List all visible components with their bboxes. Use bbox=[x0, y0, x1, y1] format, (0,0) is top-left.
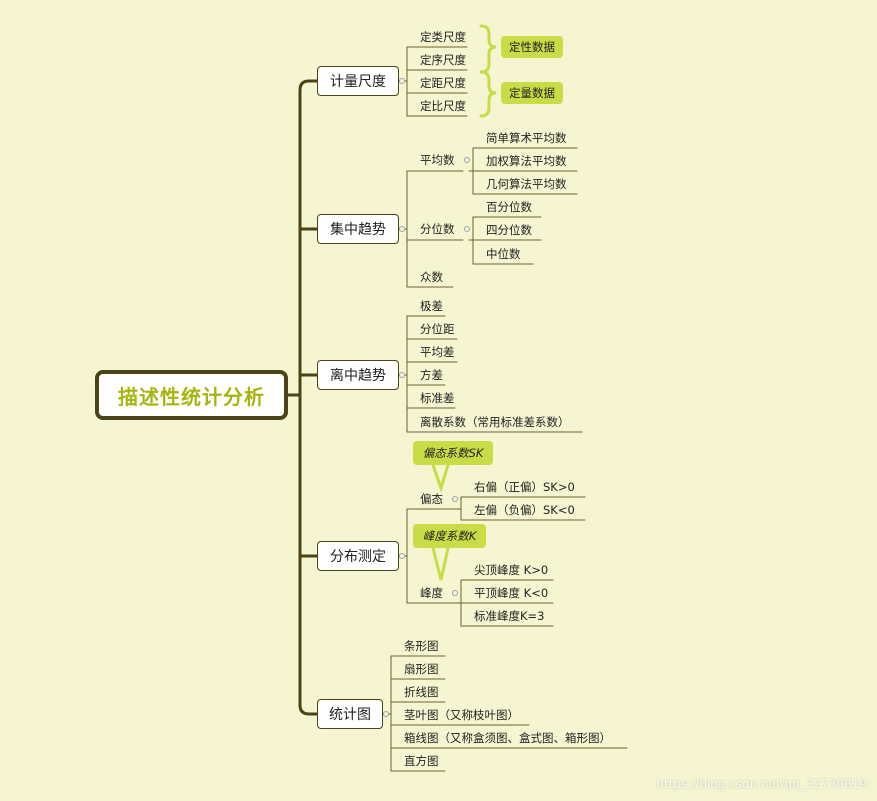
callout-skewness-coefficient[interactable]: 偏态系数SK bbox=[413, 441, 493, 465]
branch-statistical-charts[interactable]: 统计图 bbox=[317, 699, 383, 729]
summary-quantitative-data[interactable]: 定量数据 bbox=[501, 82, 563, 104]
leaf-stem-leaf-plot[interactable]: 茎叶图（又称枝叶图） bbox=[404, 708, 519, 722]
leaf-ordinal-scale[interactable]: 定序尺度 bbox=[420, 53, 466, 67]
collapse-toggle-icon[interactable] bbox=[399, 553, 405, 559]
leaf-line-chart[interactable]: 折线图 bbox=[404, 685, 439, 699]
leaf-bar-chart[interactable]: 条形图 bbox=[404, 639, 439, 653]
leaf-arithmetic-mean[interactable]: 简单算术平均数 bbox=[486, 131, 567, 145]
collapse-toggle-icon[interactable] bbox=[399, 372, 405, 378]
collapse-toggle-icon[interactable] bbox=[464, 157, 470, 163]
collapse-toggle-icon[interactable] bbox=[383, 711, 389, 717]
leaf-interval-scale[interactable]: 定距尺度 bbox=[420, 76, 466, 90]
leaf-interquantile-range[interactable]: 分位距 bbox=[420, 322, 455, 336]
leaf-skewness[interactable]: 偏态 bbox=[420, 492, 443, 506]
leaf-leptokurtic[interactable]: 尖顶峰度 K>0 bbox=[474, 563, 549, 577]
watermark: https://blog.csdn.net/qq_32730819 bbox=[656, 777, 867, 791]
collapse-toggle-icon[interactable] bbox=[399, 78, 405, 84]
leaf-quartile[interactable]: 四分位数 bbox=[486, 223, 532, 237]
branch-measurement-scale[interactable]: 计量尺度 bbox=[317, 66, 399, 96]
leaf-median[interactable]: 中位数 bbox=[486, 247, 521, 261]
callout-kurtosis-coefficient[interactable]: 峰度系数K bbox=[413, 524, 486, 548]
collapse-toggle-icon[interactable] bbox=[464, 226, 470, 232]
connector-line bbox=[298, 79, 319, 92]
leaf-coefficient-of-variation[interactable]: 离散系数（常用标准差系数） bbox=[420, 415, 570, 429]
connector-line bbox=[479, 24, 497, 74]
leaf-percentile[interactable]: 百分位数 bbox=[486, 200, 532, 214]
branch-central-tendency[interactable]: 集中趋势 bbox=[317, 214, 399, 244]
leaf-histogram[interactable]: 直方图 bbox=[404, 754, 439, 768]
leaf-ratio-scale[interactable]: 定比尺度 bbox=[420, 99, 466, 113]
leaf-quantile[interactable]: 分位数 bbox=[420, 222, 455, 236]
branch-dispersion[interactable]: 离中趋势 bbox=[317, 360, 399, 390]
root-node[interactable]: 描述性统计分析 bbox=[95, 370, 288, 420]
connector-line bbox=[431, 546, 450, 581]
summary-qualitative-data[interactable]: 定性数据 bbox=[501, 36, 563, 58]
leaf-mean-deviation[interactable]: 平均差 bbox=[420, 345, 455, 359]
leaf-mode[interactable]: 众数 bbox=[420, 270, 443, 284]
leaf-box-plot[interactable]: 箱线图（又称盒须图、盒式图、箱形图） bbox=[404, 731, 611, 745]
leaf-range[interactable]: 极差 bbox=[420, 299, 443, 313]
connector-line bbox=[298, 703, 319, 716]
leaf-mesokurtic[interactable]: 标准峰度K=3 bbox=[474, 609, 545, 623]
collapse-toggle-icon[interactable] bbox=[452, 590, 458, 596]
leaf-pie-chart[interactable]: 扇形图 bbox=[404, 662, 439, 676]
leaf-kurtosis[interactable]: 峰度 bbox=[420, 586, 443, 600]
leaf-geometric-mean[interactable]: 几何算法平均数 bbox=[486, 177, 567, 191]
collapse-toggle-icon[interactable] bbox=[452, 496, 458, 502]
branch-distribution[interactable]: 分布测定 bbox=[317, 541, 399, 571]
leaf-platykurtic[interactable]: 平顶峰度 K<0 bbox=[474, 586, 549, 600]
leaf-std-deviation[interactable]: 标准差 bbox=[420, 391, 455, 405]
leaf-left-skew[interactable]: 左偏（负偏）SK<0 bbox=[474, 503, 575, 517]
connector-line bbox=[431, 463, 450, 493]
leaf-weighted-mean[interactable]: 加权算法平均数 bbox=[486, 154, 567, 168]
leaf-mean[interactable]: 平均数 bbox=[420, 153, 455, 167]
leaf-right-skew[interactable]: 右偏（正偏）SK>0 bbox=[474, 480, 575, 494]
collapse-toggle-icon[interactable] bbox=[399, 226, 405, 232]
leaf-variance[interactable]: 方差 bbox=[420, 368, 443, 382]
connector-line bbox=[479, 70, 497, 118]
leaf-nominal-scale[interactable]: 定类尺度 bbox=[420, 30, 466, 44]
